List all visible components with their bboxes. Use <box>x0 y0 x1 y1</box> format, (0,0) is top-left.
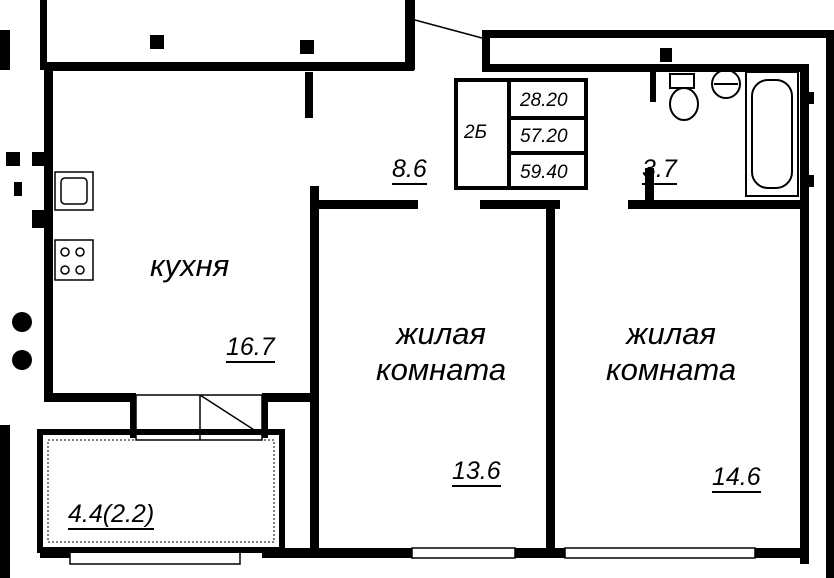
room2-label-line2: комната <box>606 352 737 387</box>
total-area-balcony-value: 59.40 <box>520 162 568 183</box>
balcony <box>37 429 285 553</box>
stove-icon <box>54 239 94 281</box>
room1-label: жилая комната <box>376 316 506 388</box>
total-area-value: 57.20 <box>520 126 568 147</box>
kitchen-label: кухня <box>150 248 230 283</box>
room1-area: 13.6 <box>452 457 501 487</box>
info-box <box>454 78 588 190</box>
room1-label-line1: жилая <box>396 316 486 351</box>
kitchen-sink-icon <box>54 171 94 211</box>
room2-label-line1: жилая <box>626 316 716 351</box>
room2-area: 14.6 <box>712 463 761 493</box>
room2-label: жилая комната <box>606 316 736 388</box>
bathroom-area: 3.7 <box>642 155 677 185</box>
living-area-value: 28.20 <box>520 90 568 111</box>
bathtub-icon <box>745 71 799 197</box>
washbasin-icon <box>711 69 741 99</box>
room1-label-line2: комната <box>376 352 507 387</box>
hall-area: 8.6 <box>392 155 427 185</box>
toilet-icon <box>669 73 699 121</box>
apartment-type: 2Б <box>464 122 487 143</box>
wall-fixtures <box>6 35 814 370</box>
balcony-area: 4.4(2.2) <box>68 500 155 530</box>
kitchen-area: 16.7 <box>226 333 275 363</box>
